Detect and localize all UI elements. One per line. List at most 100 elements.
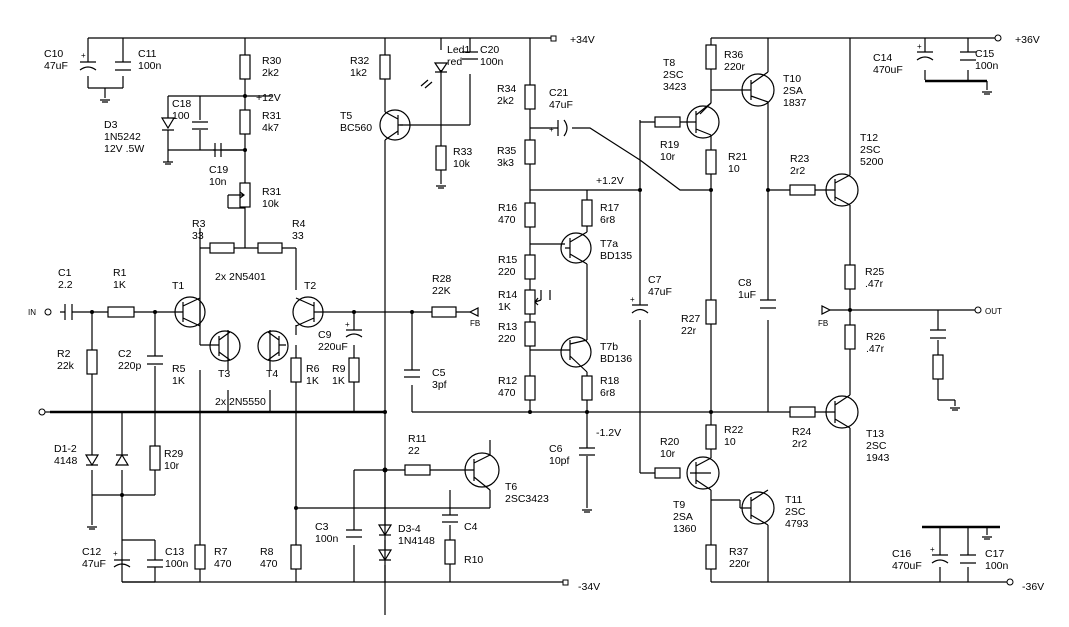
label-c4: C4	[464, 521, 478, 533]
label-t2: T2	[304, 280, 316, 292]
label-r26: R26.47r	[866, 331, 885, 355]
label-t4: T4	[266, 368, 278, 380]
label-r25: R25.47r	[865, 266, 884, 290]
resistors	[86, 44, 944, 570]
label-t3: T3	[218, 368, 230, 380]
svg-text:+: +	[930, 545, 935, 554]
label-t1: T1	[172, 280, 184, 292]
label-r10: R10	[464, 554, 483, 566]
junctions	[90, 94, 852, 510]
svg-text:+: +	[549, 125, 554, 134]
rail-neg34: -34V	[578, 581, 600, 593]
svg-text:+: +	[917, 42, 922, 51]
terminals	[38, 34, 1014, 586]
port-in: IN	[28, 308, 36, 317]
rail-pos34: +34V	[570, 34, 595, 46]
rail-pos36: +36V	[1015, 34, 1040, 46]
wiring	[42, 37, 1008, 615]
rail-neg1v2: -1.2V	[596, 427, 621, 439]
rail-pos12: +12V	[256, 92, 281, 104]
svg-text:+: +	[81, 51, 86, 60]
svg-text:+: +	[345, 320, 350, 329]
label-2n5550: 2x 2N5550	[215, 396, 266, 408]
transistors	[170, 71, 859, 526]
rail-pos1v2: +1.2V	[596, 175, 624, 187]
rail-neg36: -36V	[1022, 581, 1044, 593]
svg-text:+: +	[630, 295, 635, 304]
port-out: OUT	[985, 307, 1002, 316]
diodes	[84, 62, 449, 562]
label-2n5401: 2x 2N5401	[215, 271, 266, 283]
capacitors: + + + + + + +	[64, 42, 976, 568]
port-fb-right: FB	[818, 319, 828, 328]
svg-text:+: +	[113, 549, 118, 558]
